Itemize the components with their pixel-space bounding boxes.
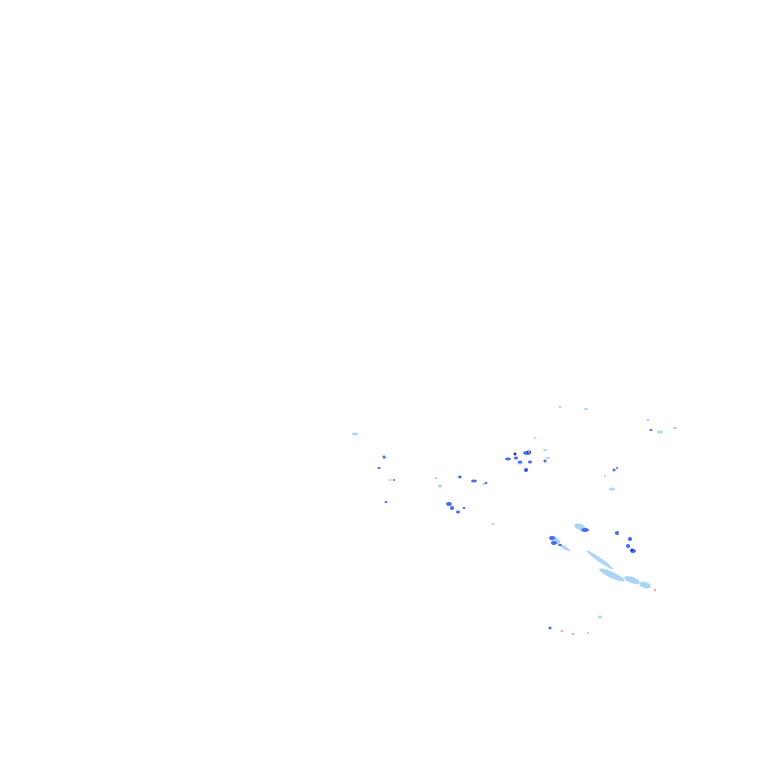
radar-echo (513, 452, 517, 456)
radar-echo (571, 633, 575, 635)
radar-echo (352, 432, 358, 436)
radar-echo (458, 475, 462, 479)
radar-echo (514, 451, 516, 453)
radar-echo (546, 457, 550, 459)
radar-echo (654, 588, 656, 592)
radar-echo (525, 469, 527, 471)
radar-echo (604, 475, 606, 477)
radar-echo (581, 528, 589, 532)
radar-echo (388, 479, 392, 481)
radar-echo (438, 484, 442, 488)
radar-echo (598, 615, 602, 619)
radar-echo (505, 457, 511, 461)
radar-echo (543, 459, 547, 463)
radar-echo (586, 550, 614, 570)
radar-echo (549, 536, 555, 540)
radar-echo (646, 419, 650, 421)
radar-echo (587, 632, 589, 634)
radar-echo (471, 479, 477, 483)
radar-echo (624, 576, 640, 584)
radar-echo (462, 507, 466, 509)
radar-echo (393, 479, 395, 481)
radar-echo (609, 487, 615, 491)
radar-echo (630, 548, 634, 552)
radar-echo (548, 626, 552, 630)
radar-echo (558, 544, 562, 546)
radar-echo (534, 437, 536, 439)
radar-echo (551, 541, 557, 545)
radar-echo (514, 456, 518, 460)
radar-echo (599, 568, 625, 582)
radar-echo (434, 477, 438, 479)
radar-echo (456, 510, 460, 514)
radar-echo (528, 460, 532, 464)
radar-echo (584, 408, 588, 410)
radar-echo (377, 467, 381, 469)
radar-echo (484, 482, 488, 484)
radar-echo (450, 506, 454, 510)
radar-echo (612, 468, 616, 472)
radar-echo (528, 451, 530, 453)
radar-echo (628, 537, 632, 541)
radar-echo (626, 544, 630, 548)
radar-echo (615, 531, 619, 535)
radar-echo (657, 430, 663, 434)
radar-echo (382, 455, 386, 459)
radar-echo (491, 523, 495, 525)
radar-echo (649, 429, 653, 431)
radar-echo (673, 427, 677, 429)
radar-echo (543, 449, 547, 451)
radar-echo (616, 467, 618, 469)
radar-echo (518, 460, 522, 464)
radar-echo (446, 502, 452, 506)
radar-echo (560, 630, 564, 632)
radar-echo (639, 581, 651, 589)
radar-echo (559, 544, 571, 552)
radar-echo (384, 501, 388, 503)
radar-echo (558, 406, 562, 408)
